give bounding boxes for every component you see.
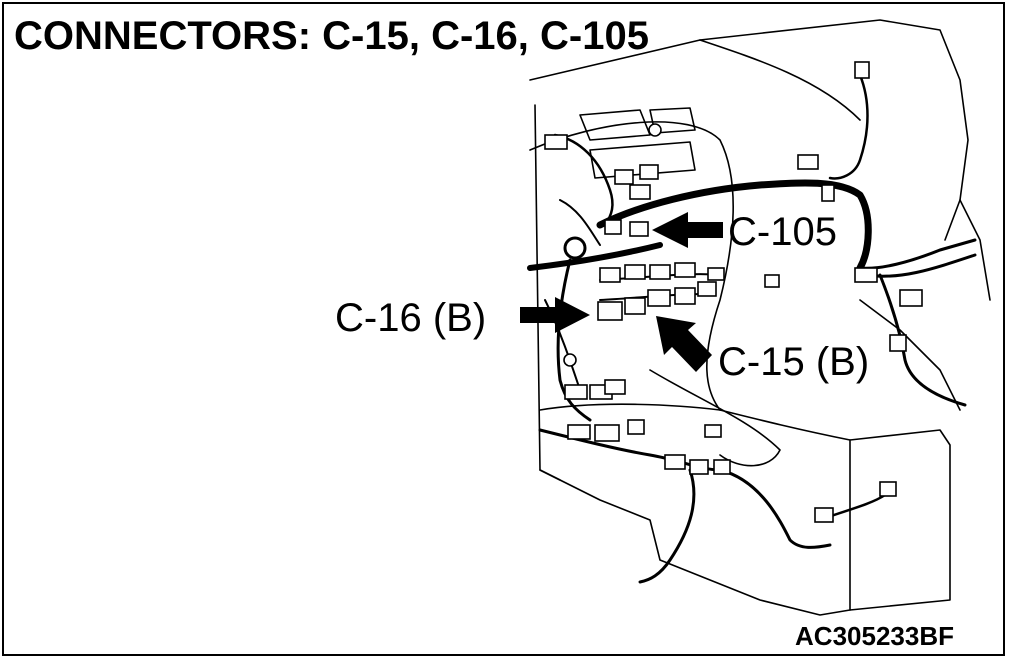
connector <box>854 267 878 283</box>
connector <box>544 134 568 150</box>
connector <box>649 264 671 280</box>
connector <box>614 169 634 185</box>
shifter-area <box>649 369 781 467</box>
connector <box>627 419 645 435</box>
connector <box>689 459 709 475</box>
vent-1 <box>579 109 651 141</box>
connector-c105 <box>629 221 649 237</box>
connector <box>674 287 696 305</box>
arrow-c16 <box>520 297 590 333</box>
arrow-c15 <box>656 316 712 372</box>
upper-left-wire <box>553 133 614 227</box>
connector <box>879 481 897 497</box>
connector <box>814 507 834 523</box>
dash-outline-upper <box>529 19 969 241</box>
figure-id: AC305233BF <box>795 621 954 651</box>
lower-harness-c <box>718 468 832 549</box>
lower-panel <box>539 403 721 411</box>
callout-c105-label: C-105 <box>728 210 837 254</box>
console-floor <box>539 469 851 616</box>
callout-c15-label: C-15 (B) <box>718 340 870 384</box>
connector <box>697 281 717 297</box>
glovebox-edge <box>959 199 991 301</box>
connector <box>854 61 870 79</box>
connector <box>599 267 621 283</box>
connector <box>707 267 725 281</box>
connector <box>594 424 620 442</box>
right-harness <box>858 238 977 270</box>
connector-c16 <box>597 301 623 321</box>
right-panel <box>859 299 961 411</box>
console-side <box>849 429 951 611</box>
connector <box>604 219 622 235</box>
arrow-c105 <box>652 212 723 248</box>
drop-harness <box>878 273 967 407</box>
connector <box>889 334 907 352</box>
radio-slot <box>589 141 696 179</box>
top-harness <box>828 73 869 180</box>
crossbar-harness <box>527 242 663 271</box>
connector <box>899 289 923 307</box>
connector <box>624 297 646 315</box>
connector <box>821 184 835 202</box>
dash-outline-top-edge <box>699 39 861 121</box>
lower-harness-b <box>638 468 696 584</box>
connector <box>567 424 591 440</box>
connector <box>629 184 651 200</box>
diagram-title: CONNECTORS: C-15, C-16, C-105 <box>14 14 649 58</box>
connector <box>797 154 819 170</box>
connector <box>664 454 686 470</box>
grommet <box>563 236 587 260</box>
connector <box>624 264 646 280</box>
connector <box>604 379 626 395</box>
console-top <box>719 409 851 441</box>
grommet <box>563 353 577 367</box>
connector <box>764 274 780 288</box>
connector-c15 <box>647 289 671 307</box>
grommet <box>648 123 662 137</box>
dash-left-edge <box>534 104 561 481</box>
connector <box>564 384 588 400</box>
main-harness <box>596 179 872 272</box>
callout-c16-label: C-16 (B) <box>335 296 487 340</box>
connector <box>639 164 659 180</box>
connector <box>704 424 722 438</box>
connector <box>713 459 731 475</box>
connector <box>674 262 696 278</box>
left-loop <box>556 258 592 422</box>
